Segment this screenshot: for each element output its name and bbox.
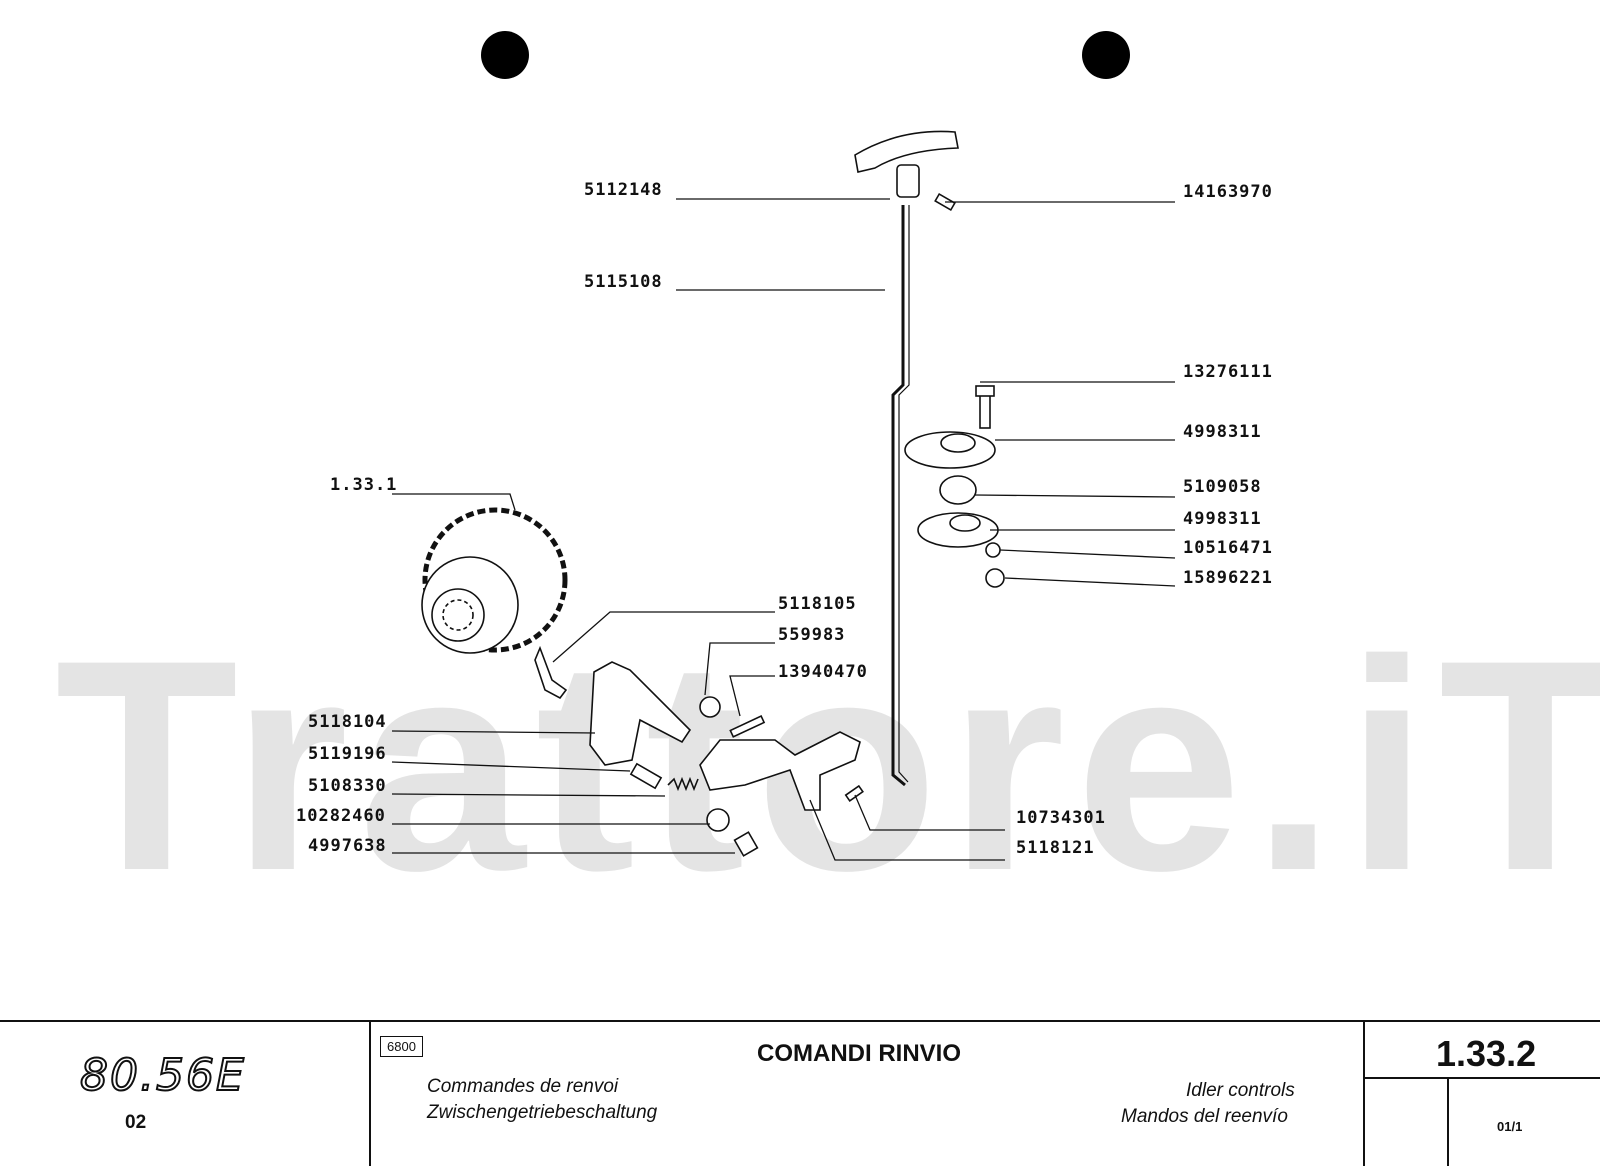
- callout-label: 10516471: [1183, 538, 1273, 558]
- title-french: Commandes de renvoi: [427, 1076, 619, 1097]
- split-pin: [844, 784, 864, 802]
- selector-fork: [534, 645, 568, 700]
- model-number: 80.56E: [79, 1049, 246, 1102]
- t-handle: [854, 130, 959, 173]
- binder-hole-right: [1082, 31, 1130, 79]
- key: [729, 715, 766, 738]
- handle-hub: [896, 164, 920, 198]
- model-sub: 02: [125, 1112, 147, 1133]
- title-german: Zwischengetriebeschaltung: [427, 1102, 658, 1123]
- page-title: COMANDI RINVIO: [757, 1040, 961, 1067]
- title-spanish: Mandos del reenvío: [1121, 1106, 1288, 1127]
- control-rod: [891, 205, 906, 787]
- lever: [589, 661, 692, 766]
- divider: [1447, 1078, 1449, 1166]
- callout-label: 13940470: [778, 662, 868, 682]
- callout-label: 559983: [778, 625, 846, 645]
- callout-label: 4997638: [308, 836, 387, 856]
- callout-label: 5112148: [584, 180, 663, 200]
- callout-label: 5118105: [778, 594, 857, 614]
- callout-label: 15896221: [1183, 568, 1273, 588]
- pin: [629, 762, 663, 790]
- title-english: Idler controls: [1186, 1080, 1295, 1101]
- sheet-number: 01/1: [1497, 1119, 1523, 1134]
- seal-washer: [699, 696, 721, 718]
- exploded-parts-diagram: [391, 130, 1176, 861]
- callout-label: 10282460: [296, 806, 386, 826]
- nut: [985, 568, 1005, 588]
- divider: [1363, 1077, 1600, 1079]
- divider: [1363, 1020, 1365, 1166]
- callout-label: 5108330: [308, 776, 387, 796]
- callout-label: 5118121: [1016, 838, 1095, 858]
- washer: [985, 542, 1001, 558]
- callout-label: 4998311: [1183, 509, 1262, 529]
- binder-hole-left: [481, 31, 529, 79]
- section-code: 6800: [380, 1036, 423, 1057]
- callout-label: 5118104: [308, 712, 387, 732]
- page-number: 1.33.2: [1436, 1033, 1537, 1074]
- crank-arm: [699, 731, 861, 811]
- callout-label: 14163970: [1183, 182, 1273, 202]
- callout-label: 10734301: [1016, 808, 1106, 828]
- callout-label: 4998311: [1183, 422, 1262, 442]
- spring: [667, 776, 699, 792]
- plug-screw: [733, 831, 759, 857]
- callout-label: 1.33.1: [330, 475, 398, 495]
- divider: [369, 1020, 371, 1166]
- callout-label: 5119196: [308, 744, 387, 764]
- grommet: [939, 475, 977, 505]
- title-block: [0, 1020, 1600, 1168]
- callout-label: 13276111: [1183, 362, 1273, 382]
- callout-label: 5115108: [584, 272, 663, 292]
- callout-label: 5109058: [1183, 477, 1262, 497]
